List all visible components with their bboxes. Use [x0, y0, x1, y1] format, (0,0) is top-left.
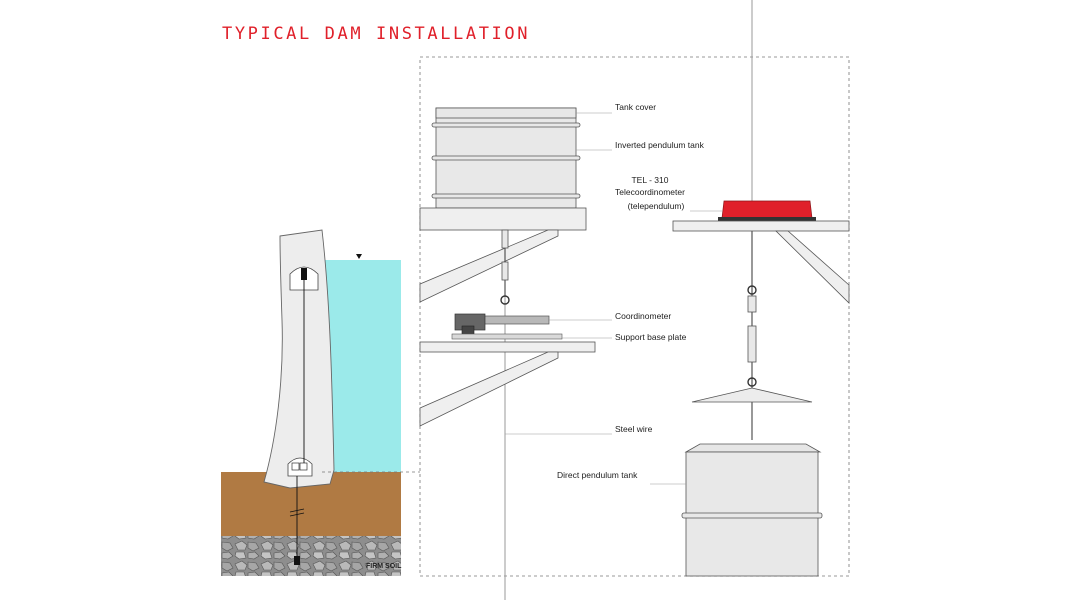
lower-gallery-instrument-icon	[291, 462, 300, 471]
lower-gallery-instrument-icon	[299, 462, 308, 471]
direct-pendulum-tank-label: Direct pendulum tank	[557, 470, 638, 480]
telecoordinometer-label: Telecoordinometer	[615, 187, 685, 197]
hanger-turnbuckle	[747, 325, 757, 363]
upper-bracket-plate	[419, 207, 587, 231]
wire-break-mark	[289, 508, 305, 513]
anchor-icon	[294, 556, 300, 565]
telecoordinometer-base	[718, 217, 816, 221]
tel-model-label: TEL - 310	[631, 175, 668, 185]
upper-bracket-brace	[419, 229, 559, 303]
tank-cover	[435, 107, 577, 119]
tank-hoop	[431, 193, 581, 199]
inverted-pendulum-tank-label: Inverted pendulum tank	[615, 140, 705, 150]
coordinometer-assembly	[419, 313, 596, 427]
direct-tank-hoop	[681, 512, 823, 519]
coordinometer-rail	[483, 315, 550, 325]
support-base-plate-label: Support base plate	[615, 332, 687, 342]
diagram-title: TYPICAL DAM INSTALLATION	[222, 24, 531, 44]
support-base-plate	[419, 341, 596, 353]
right-bracket-plate	[672, 220, 850, 232]
coordinometer-base	[451, 333, 563, 340]
callouts: Tank cover Inverted pendulum tank TEL - …	[505, 102, 722, 485]
tank-cover-label: Tank cover	[615, 102, 656, 112]
dam-section: FIRM SOIL	[221, 229, 420, 576]
coordinometer-label: Coordinometer	[615, 311, 671, 321]
right-bracket-brace	[775, 230, 850, 304]
turnbuckle	[501, 261, 509, 281]
firm-soil-label: FIRM SOIL	[366, 563, 402, 570]
hanger-ring	[747, 377, 757, 387]
direct-pendulum-assembly	[681, 443, 823, 577]
tank-hoop	[431, 122, 581, 128]
telecoordinometer-assembly	[672, 200, 850, 440]
pendulum-hood	[691, 387, 813, 403]
tank-hoop	[431, 155, 581, 161]
steel-wire-label: Steel wire	[615, 424, 653, 434]
water-level-icon	[356, 254, 362, 259]
telependulum-label: (telependulum)	[628, 201, 685, 211]
wire-break-mark	[289, 512, 305, 517]
direct-tank-lid	[684, 443, 822, 453]
upper-gallery-tank-icon	[301, 268, 307, 280]
bedrock-layer	[221, 536, 401, 576]
telecoordinometer-icon	[721, 200, 813, 219]
wire-ring	[500, 295, 510, 305]
hanger-ring	[747, 285, 757, 295]
float-rod	[501, 229, 509, 249]
lower-bracket-brace	[419, 351, 559, 427]
inverted-pendulum-assembly	[419, 107, 587, 305]
hanger-clamp	[747, 295, 757, 313]
dam-body	[263, 229, 335, 489]
